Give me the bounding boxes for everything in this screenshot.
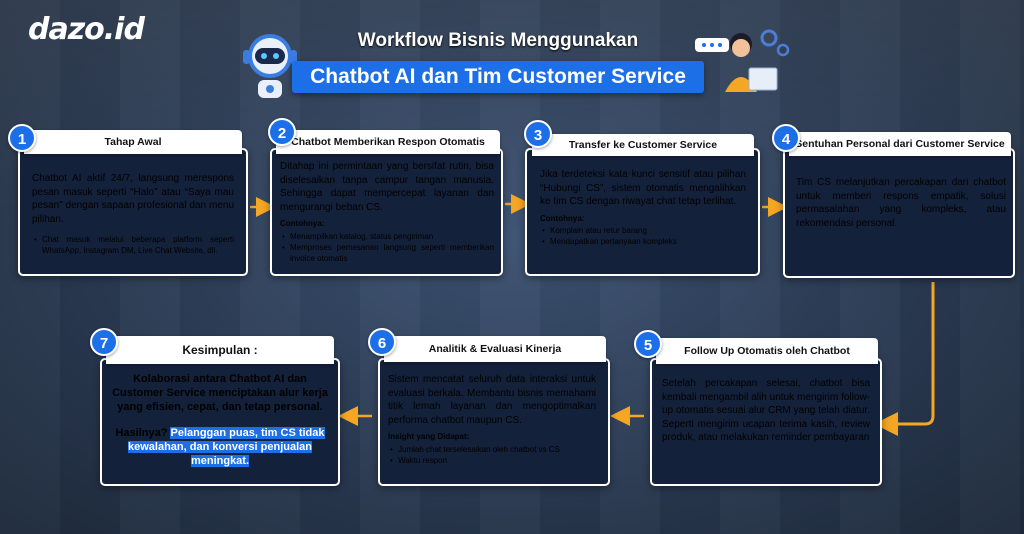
arrow-4-to-5 — [874, 282, 935, 436]
step-3-body: Jika terdeteksi kata kunci sensitif atau… — [540, 168, 746, 247]
title-line-2: Chatbot AI dan Tim Customer Service — [292, 61, 704, 93]
step-6-body: Sistem mencatat seluruh data interaksi u… — [388, 373, 596, 466]
list-item: Jumlah chat terselesaikan oleh chatbot v… — [388, 444, 596, 455]
step-3-subheading: Contohnya: — [540, 213, 585, 223]
title-line-1: Workflow Bisnis Menggunakan — [357, 30, 639, 51]
list-item: Memproses pemesanan langsung seperti mem… — [280, 242, 494, 264]
step-4-number: 4 — [772, 124, 800, 152]
step-7-number: 7 — [90, 328, 118, 356]
step-4-body: Tim CS melanjutkan percakapan dari chatb… — [796, 176, 1006, 230]
step-7-result: Hasilnya? Pelanggan puas, tim CS tidak k… — [112, 426, 328, 468]
step-2-bullets: Menampilkan katalog, status pengiriman M… — [280, 231, 494, 264]
step-4-card — [783, 148, 1015, 278]
result-prefix: Hasilnya? — [115, 427, 171, 439]
step-2-title: Chatbot Memberikan Respon Otomatis — [276, 130, 500, 154]
list-item: Mendapatkan pertanyaan kompleks — [540, 236, 746, 247]
step-6-subheading: Insight yang Didapat: — [388, 432, 470, 441]
step-1-bullets: Chat masuk melalui beberapa platform sep… — [32, 234, 234, 256]
brand-logo: dazo.id — [28, 12, 145, 47]
step-3-text: Jika terdeteksi kata kunci sensitif atau… — [540, 169, 746, 207]
step-6-text: Sistem mencatat seluruh data interaksi u… — [388, 374, 596, 426]
step-5-text: Setelah percakapan selesai, chatbot bisa… — [662, 378, 870, 443]
step-2-number: 2 — [268, 118, 296, 146]
list-item: Menampilkan katalog, status pengiriman — [280, 231, 494, 242]
step-1-body: Chatbot AI aktif 24/7, langsung merespon… — [32, 172, 234, 256]
step-2-body: Ditahap ini permintaan yang bersifat rut… — [280, 160, 494, 264]
step-5-number: 5 — [634, 330, 662, 358]
step-1-text: Chatbot AI aktif 24/7, langsung merespon… — [32, 173, 234, 225]
list-item: Chat masuk melalui beberapa platform sep… — [32, 234, 234, 256]
robot-illustration-icon — [243, 34, 297, 98]
step-7-body: Kolaborasi antara Chatbot AI dan Custome… — [112, 372, 328, 468]
step-1-number: 1 — [8, 124, 36, 152]
customer-service-agent-icon — [695, 29, 790, 92]
step-6-number: 6 — [368, 328, 396, 356]
step-5-body: Setelah percakapan selesai, chatbot bisa… — [662, 377, 870, 445]
step-3-number: 3 — [524, 120, 552, 148]
step-2-subheading: Contohnya: — [280, 219, 325, 228]
step-3-card — [525, 148, 760, 276]
step-3-title: Transfer ke Customer Service — [532, 134, 754, 156]
list-item: Waktu respon — [388, 455, 596, 466]
list-item: Komplain atau retur barang — [540, 225, 746, 236]
step-2-text: Ditahap ini permintaan yang bersifat rut… — [280, 161, 494, 213]
step-4-text: Tim CS melanjutkan percakapan dari chatb… — [796, 177, 1006, 229]
step-4-title: Sentuhan Personal dari Customer Service — [789, 132, 1011, 156]
step-1-title: Tahap Awal — [24, 130, 242, 154]
step-6-bullets: Jumlah chat terselesaikan oleh chatbot v… — [388, 444, 596, 466]
step-5-title: Follow Up Otomatis oleh Chatbot — [656, 338, 878, 364]
step-7-title: Kesimpulan : — [106, 336, 334, 364]
step-3-bullets: Komplain atau retur barang Mendapatkan p… — [540, 225, 746, 247]
step-6-title: Analitik & Evaluasi Kinerja — [384, 336, 606, 362]
step-7-text: Kolaborasi antara Chatbot AI dan Custome… — [112, 373, 328, 413]
